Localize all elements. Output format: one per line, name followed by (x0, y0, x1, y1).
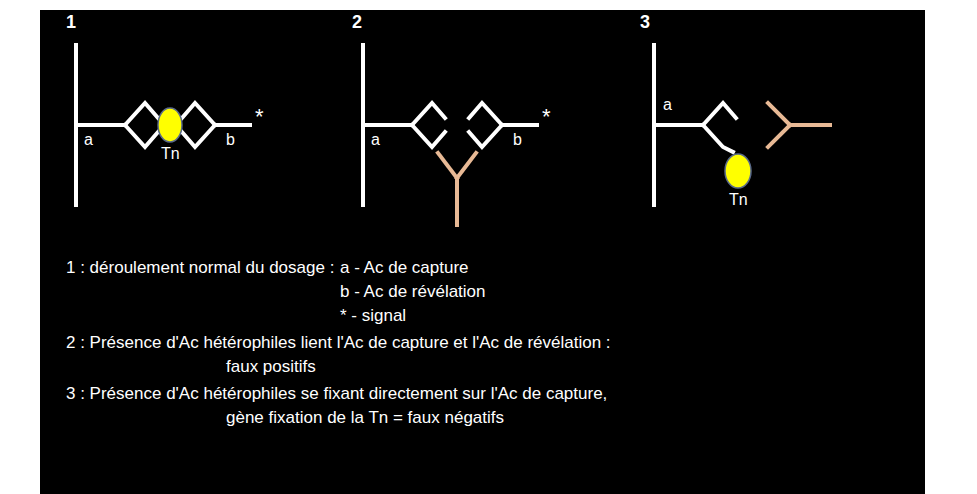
capture-antibody-stem (363, 123, 412, 127)
signal-symbol: * (255, 104, 264, 129)
detection-antibody-arm (469, 125, 502, 147)
heterophile-antibody-arm (438, 153, 457, 178)
capture-antibody-arm (125, 103, 158, 125)
detection-antibody-arm (182, 103, 215, 125)
detection-antibody-arm (182, 125, 215, 147)
detection-antibody-arm (469, 103, 502, 125)
capture-antibody-arm (412, 125, 445, 147)
capture-antibody-stem (654, 123, 703, 127)
heterophile-antibody-arm (457, 153, 476, 178)
legend-text: a - Ac de capture (340, 258, 469, 278)
heterophile-antibody-stem (790, 123, 830, 127)
legend-text: 2 : Présence d'Ac hétérophiles lient l'A… (66, 333, 611, 353)
legend-text: 3 : Présence d'Ac hétérophiles se fixant… (66, 384, 607, 404)
legend-text: b - Ac de révélation (340, 282, 486, 302)
heterophile-antibody-arm (768, 103, 790, 125)
antibody-letter: a (371, 131, 380, 149)
capture-antibody-arm (703, 125, 733, 152)
capture-antibody-stem (76, 123, 125, 127)
panel-number: 1 (66, 12, 76, 33)
legend-text: gène fixation de la Tn = faux négatifs (226, 408, 504, 428)
signal-symbol: * (542, 104, 551, 129)
capture-antibody-arm (125, 125, 158, 147)
antibody-letter: a (663, 96, 672, 114)
panel-number: 2 (352, 12, 362, 33)
capture-antibody-arm (703, 103, 736, 125)
detection-antibody-stem (502, 123, 537, 127)
legend-text: 1 : déroulement normal du dosage : (66, 258, 334, 278)
antibody-letter: b (513, 131, 522, 149)
legend-text: faux positifs (226, 357, 316, 377)
detection-antibody-stem (215, 123, 250, 127)
panel-number: 3 (640, 12, 650, 33)
legend-text: * - signal (340, 306, 406, 326)
antigen-label: Tn (161, 145, 180, 163)
troponin-antigen (158, 108, 182, 142)
capture-antibody-arm (412, 103, 445, 125)
heterophile-antibody-stem (455, 178, 459, 225)
heterophile-antibody-arm (768, 125, 790, 147)
troponin-antigen (725, 154, 751, 188)
antigen-label: Tn (729, 191, 748, 209)
antibody-letter: b (226, 131, 235, 149)
antibody-letter: a (84, 131, 93, 149)
